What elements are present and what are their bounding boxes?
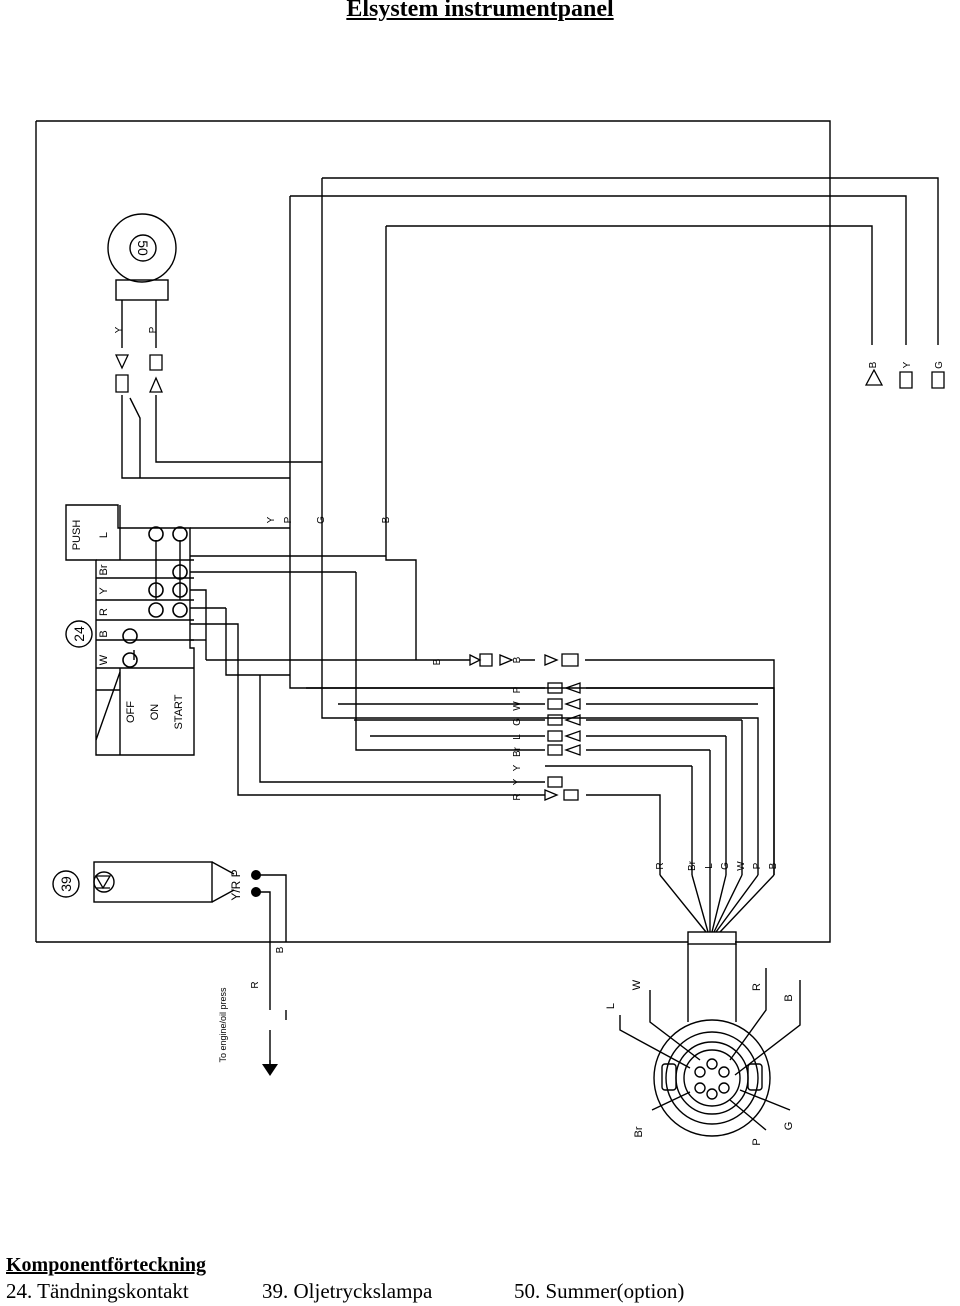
switch-col-y: Y [98, 587, 110, 595]
right-g-label: G [934, 361, 945, 369]
h-r-label: R [512, 793, 523, 800]
switch-row-off: OFF [125, 701, 137, 723]
conn-br-label: Br [633, 1126, 645, 1137]
panel-frame [35, 120, 831, 943]
buzzer-body [107, 213, 177, 283]
conn-l-label: L [605, 1003, 617, 1009]
switch-col-br: Br [98, 564, 110, 575]
page-title: Elsystem instrumentpanel [346, 0, 614, 22]
wire-top-g [322, 177, 939, 345]
v-w-label: W [736, 861, 747, 871]
switch-col-b: B [98, 630, 110, 637]
legend-item-39: 39. Oljetryckslampa [262, 1279, 433, 1303]
lamp-label: Y/R P [229, 869, 243, 900]
component-badges: 50 24 39 [52, 234, 157, 898]
mid-p-label: P [283, 516, 294, 523]
h-y1-label: Y [512, 764, 523, 771]
right-y-label: Y [902, 361, 913, 368]
conn-p-label: P [751, 1138, 763, 1145]
h-y2-label: Y [512, 778, 523, 785]
mid-b-label: B [381, 516, 392, 523]
h-b2-label: B [512, 656, 523, 663]
v-b-label: B [768, 862, 779, 869]
badge-50 [129, 234, 157, 262]
legend-item-50: 50. Summer(option) [514, 1279, 685, 1303]
switch-col-l: L [98, 532, 110, 538]
switch-row-start: START [173, 694, 185, 729]
conn-g-label: G [783, 1122, 795, 1131]
h-b1-label: B [432, 658, 443, 665]
press-note: To engine/oil press [218, 987, 228, 1063]
mid-y-label: Y [266, 516, 277, 523]
h-br-label: Br [512, 746, 523, 757]
v-br-label: Br [687, 860, 698, 871]
buzzer-y-label: Y [114, 326, 125, 333]
switch-table-labels: PUSH W B R Y Br L OFF ON START [71, 520, 185, 730]
connector-stack [544, 682, 581, 801]
switch-row-on: ON [149, 704, 161, 721]
wire-top-b [386, 225, 873, 345]
h-l-label: L [512, 734, 523, 740]
switch-col-w: W [98, 654, 110, 665]
badge-24 [65, 620, 93, 648]
right-b-label: B [868, 361, 879, 368]
v-p-label: P [752, 862, 763, 869]
wire-labels: Y P B Y G Y P G B B B P W G L Br Y Y R R… [114, 326, 945, 1145]
badge-50-text: 50 [135, 240, 151, 256]
switch-push: PUSH [71, 520, 83, 551]
wire-top-y [290, 195, 907, 345]
badge-39 [52, 870, 80, 898]
press-r-label: R [250, 981, 261, 988]
legend-item-24: 24. Tändningskontakt [6, 1279, 189, 1303]
h-w-label: W [512, 701, 523, 711]
v-l-label: L [704, 863, 715, 869]
connector-circle-outer [653, 1019, 771, 1137]
conn-b-label: B [783, 994, 795, 1001]
conn-w-label: W [631, 979, 643, 990]
v-r-label: R [655, 862, 666, 869]
buzzer-p-label: P [148, 326, 159, 333]
conn-r-label: R [751, 983, 763, 991]
badge-39-text: 39 [58, 876, 74, 892]
mid-g-label: G [316, 516, 327, 524]
badge-24-text: 24 [71, 626, 87, 642]
h-g-label: G [512, 718, 523, 726]
legend-heading: Komponentförteckning [6, 1254, 206, 1276]
switch-col-r: R [98, 608, 110, 616]
press-b-label: B [275, 946, 286, 953]
h-p-label: P [512, 686, 523, 693]
v-g-label: G [720, 862, 731, 870]
